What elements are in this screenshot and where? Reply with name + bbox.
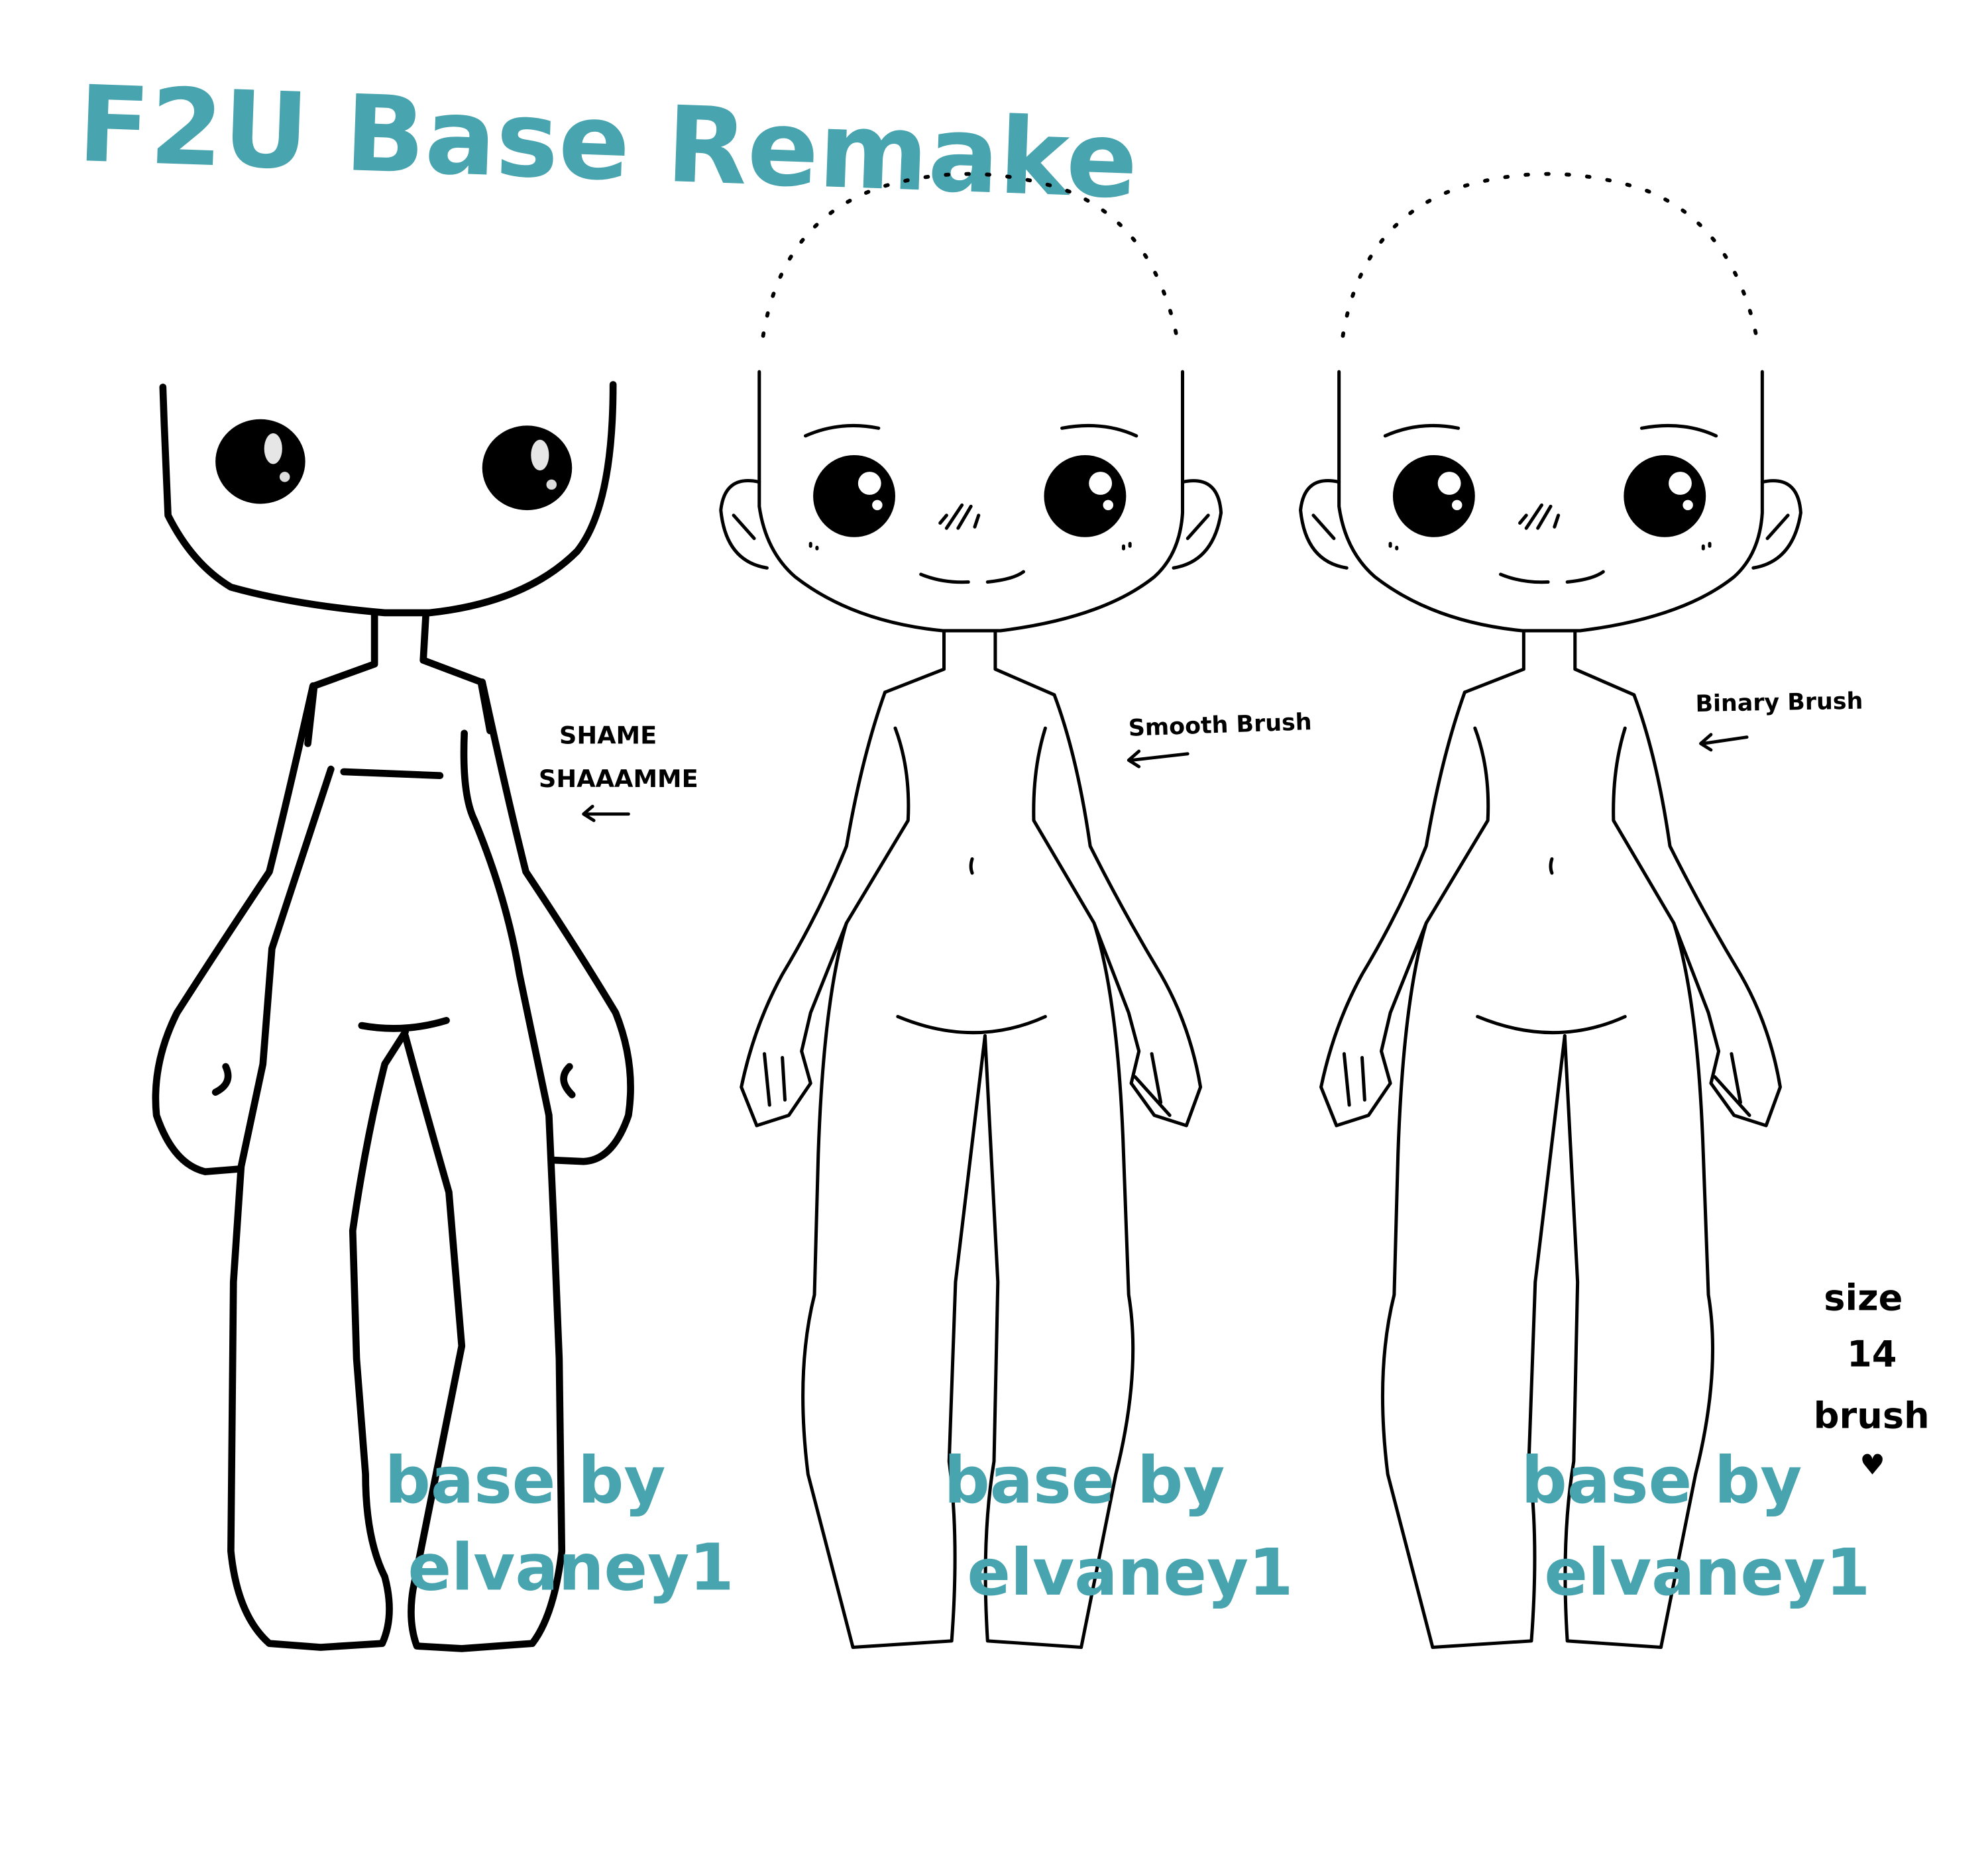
eye-highlight [857,472,881,495]
eye-highlight [1683,500,1693,511]
eye-highlight [1669,472,1692,495]
eye-right [1044,454,1127,537]
navel [969,857,974,875]
watermark-text: elvaney1 [967,1535,1293,1610]
hip-line [1476,1014,1627,1035]
arm-inner [1424,726,1676,925]
ear-left [719,479,769,570]
watermark-left: base by elvaney1 [385,1443,734,1605]
annotation-text: Binary Brush [1695,688,1863,717]
annotation-text: SHAAAMME [539,765,698,793]
watermark-text: base by [385,1443,666,1518]
head-outline [757,370,1185,633]
torso-left [227,765,409,1651]
hip-line [896,1014,1047,1035]
chest-line [340,768,444,780]
body-left [740,690,987,1650]
annotation-left: SHAME SHAAAMME [539,721,698,822]
eye-left [813,454,895,537]
hand-curl [211,1063,232,1096]
eye-highlight [279,472,290,482]
hand-curl [560,1063,576,1098]
watermark-text: base by [944,1443,1225,1518]
arm-right [478,678,634,1165]
torso-right [402,729,566,1652]
neck [304,611,494,747]
hip-line [358,1016,450,1032]
eye-highlight [264,433,282,464]
eye-right [1624,454,1706,537]
eye-left [1392,454,1475,537]
annotation-text: SHAME [559,721,657,749]
watermark-text: elvaney1 [408,1530,734,1605]
figure-middle [719,172,1223,1650]
body-right [983,693,1203,1650]
freckles [808,541,1132,551]
arm-left [152,682,317,1175]
eye-highlight [1451,500,1463,511]
body-right [1563,693,1782,1650]
arrow-left-icon [1699,733,1749,752]
hand-detail [1342,1052,1751,1117]
watermark-text: base by [1521,1443,1802,1518]
hand-detail [763,1052,1172,1117]
heart-icon: ♥ [1859,1448,1885,1481]
figure-left [152,381,634,1652]
arrow-left-icon [582,804,630,822]
annotation-middle: Smooth Brush [1127,709,1312,768]
eye-left [215,419,305,504]
eye-highlight [531,439,549,471]
side-note-text: size [1824,1277,1903,1319]
side-note-text: 14 [1847,1334,1897,1375]
mouth [1499,570,1605,584]
brow-left [1383,423,1461,438]
freckles [1388,541,1712,551]
head-outline [1337,370,1764,633]
eye-highlight [872,500,883,511]
neck [1463,630,1636,697]
watermark-right: base by elvaney1 [1521,1443,1870,1610]
eye-highlight [1089,472,1113,495]
brow-right [1639,423,1718,438]
ear-right [1751,479,1802,570]
navel [1549,857,1554,875]
neck [883,630,1056,697]
annotation-right: Binary Brush [1695,688,1863,752]
head-hair-guide [1341,172,1759,342]
mouth [919,570,1026,584]
figure-right [1299,172,1802,1650]
blush-marks [938,503,981,530]
body-left [1319,690,1567,1650]
head-outline [159,381,617,617]
eye-highlight [546,479,557,490]
blush-marks [1518,503,1561,530]
eye-right [482,425,573,511]
eye-highlight [1437,472,1461,495]
brow-left [803,423,881,438]
head-hair-guide [761,172,1180,342]
brow-right [1060,423,1138,438]
side-note-text: brush [1814,1395,1930,1437]
page-title: F2U Base Remake [76,64,1140,223]
ear-left [1299,479,1349,570]
watermark-middle: base by elvaney1 [944,1443,1294,1610]
eye-highlight [1103,500,1113,511]
annotation-text: Smooth Brush [1128,709,1312,742]
arm-inner [844,726,1096,925]
watermark-text: elvaney1 [1544,1535,1870,1610]
arrow-left-icon [1127,749,1189,768]
side-note: size 14 brush ♥ [1814,1277,1930,1482]
ear-right [1172,479,1223,570]
